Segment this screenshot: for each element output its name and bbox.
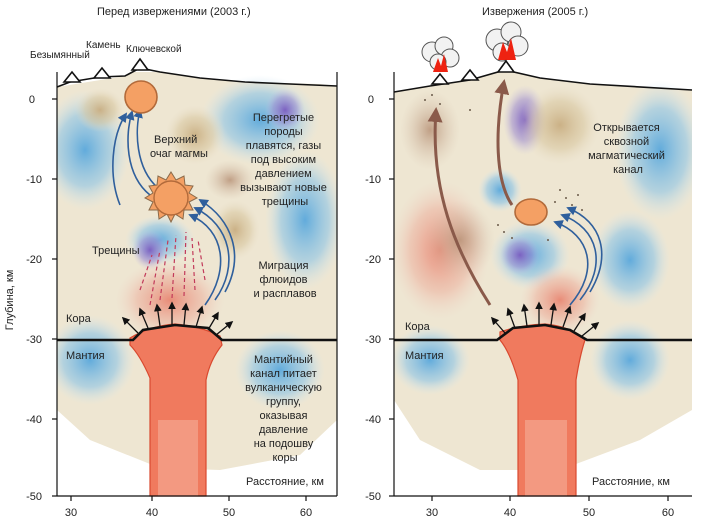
eruption-cloud-klyuchevskoy <box>485 21 529 62</box>
left-y-tick-label: -40 <box>26 414 42 426</box>
right-magma-chamber <box>514 198 548 226</box>
volcano-bezymianny-icon <box>430 72 450 85</box>
left-lower-chamber <box>143 171 199 224</box>
right-x-tick-label: 50 <box>583 507 595 519</box>
right-mantle-label: Мантия <box>405 350 444 362</box>
eruption-cloud-bezymianny <box>421 36 460 72</box>
right-y-tick-label: -50 <box>365 491 381 503</box>
left-x-ticks: 30 40 50 60 <box>65 507 312 519</box>
left-cracks-label: Трещины <box>92 245 140 257</box>
volcano-kamen-label: Камень <box>86 40 121 51</box>
left-fluid-arrows <box>112 108 236 306</box>
right-y-ticks: 0 -10 -20 -30 -40 -50 <box>365 94 381 503</box>
right-x-tick-label: 40 <box>504 507 516 519</box>
left-mantle-label: Мантия <box>66 350 105 362</box>
right-magma-channel-arrows <box>427 79 514 306</box>
right-eruption-clouds <box>421 21 529 72</box>
volcano-klyuchevskoy-icon <box>496 59 516 73</box>
left-y-tick-label: -20 <box>26 254 42 266</box>
left-x-tick-label: 60 <box>300 507 312 519</box>
left-x-tick-label: 40 <box>146 507 158 519</box>
right-y-tick-label: -40 <box>365 414 381 426</box>
right-y-tick-label: -20 <box>365 254 381 266</box>
right-axes <box>389 72 692 501</box>
volcano-bezymianny-icon <box>62 70 82 83</box>
left-distance-label: Расстояние, км <box>246 476 324 488</box>
right-x-ticks: 30 40 50 60 <box>426 507 674 519</box>
volcano-kamen-icon <box>92 66 112 79</box>
left-migration-text: Миграция флюидов и расплавов <box>253 260 316 300</box>
left-x-tick-label: 30 <box>65 507 77 519</box>
left-y-tick-label: 0 <box>29 94 35 106</box>
left-upper-chamber-label-1: Верхний <box>154 134 197 146</box>
left-cracks <box>139 231 206 306</box>
left-y-ticks: 0 -10 -20 -30 -40 -50 <box>26 94 42 503</box>
left-y-tick-label: -50 <box>26 491 42 503</box>
fire-icon <box>498 38 516 60</box>
left-channel-highlight <box>158 420 198 496</box>
right-y-tick-label: -10 <box>365 174 381 186</box>
right-open-channel-text: Открывается сквозной магматический канал <box>588 122 668 176</box>
left-y-tick-label: -30 <box>26 334 42 346</box>
right-y-tick-label: -30 <box>365 334 381 346</box>
left-pressure-arrows <box>121 301 234 336</box>
right-x-tick-label: 60 <box>662 507 674 519</box>
left-overheated-text: Перегретые породы плавятся, газы под выс… <box>240 112 330 208</box>
volcano-kamen-icon <box>460 68 480 81</box>
right-y-tick-label: 0 <box>368 94 374 106</box>
left-crust-label: Кора <box>66 313 92 325</box>
left-panel: Безымянный Камень Ключевской Перед извер… <box>4 6 338 519</box>
left-x-tick-label: 50 <box>223 507 235 519</box>
right-channel-highlight <box>525 420 567 496</box>
left-upper-chamber <box>124 80 158 114</box>
right-tomography-field <box>394 72 692 470</box>
left-topography-line <box>56 67 338 88</box>
volcano-klyuchevskoy-icon <box>130 57 150 71</box>
left-mantle-channel-text: Мантийный канал питает вулканическую гру… <box>245 354 325 464</box>
left-tomography-field <box>57 72 337 470</box>
right-distance-label: Расстояние, км <box>592 476 670 488</box>
volcano-klyuchevskoy-label: Ключевской <box>126 44 182 55</box>
left-y-tick-label: -10 <box>26 174 42 186</box>
right-panel: Извержения (2005 г.) <box>365 6 693 519</box>
right-scattered-particles <box>424 94 583 241</box>
fire-icon <box>433 54 448 72</box>
left-panel-title: Перед извержениями (2003 г.) <box>97 6 251 18</box>
left-moho-boundary <box>57 323 337 342</box>
left-upper-chamber-label-2: очаг магмы <box>150 148 208 160</box>
right-moho-boundary <box>394 323 692 342</box>
y-axis-label: Глубина, км <box>4 270 16 331</box>
right-fluid-arrows <box>553 206 603 306</box>
volcano-bezymianny-label: Безымянный <box>30 50 90 61</box>
right-x-tick-label: 30 <box>426 507 438 519</box>
left-axes <box>52 72 338 501</box>
right-panel-title: Извержения (2005 г.) <box>482 6 588 18</box>
right-pressure-arrows <box>490 301 600 337</box>
right-crust-label: Кора <box>405 321 431 333</box>
